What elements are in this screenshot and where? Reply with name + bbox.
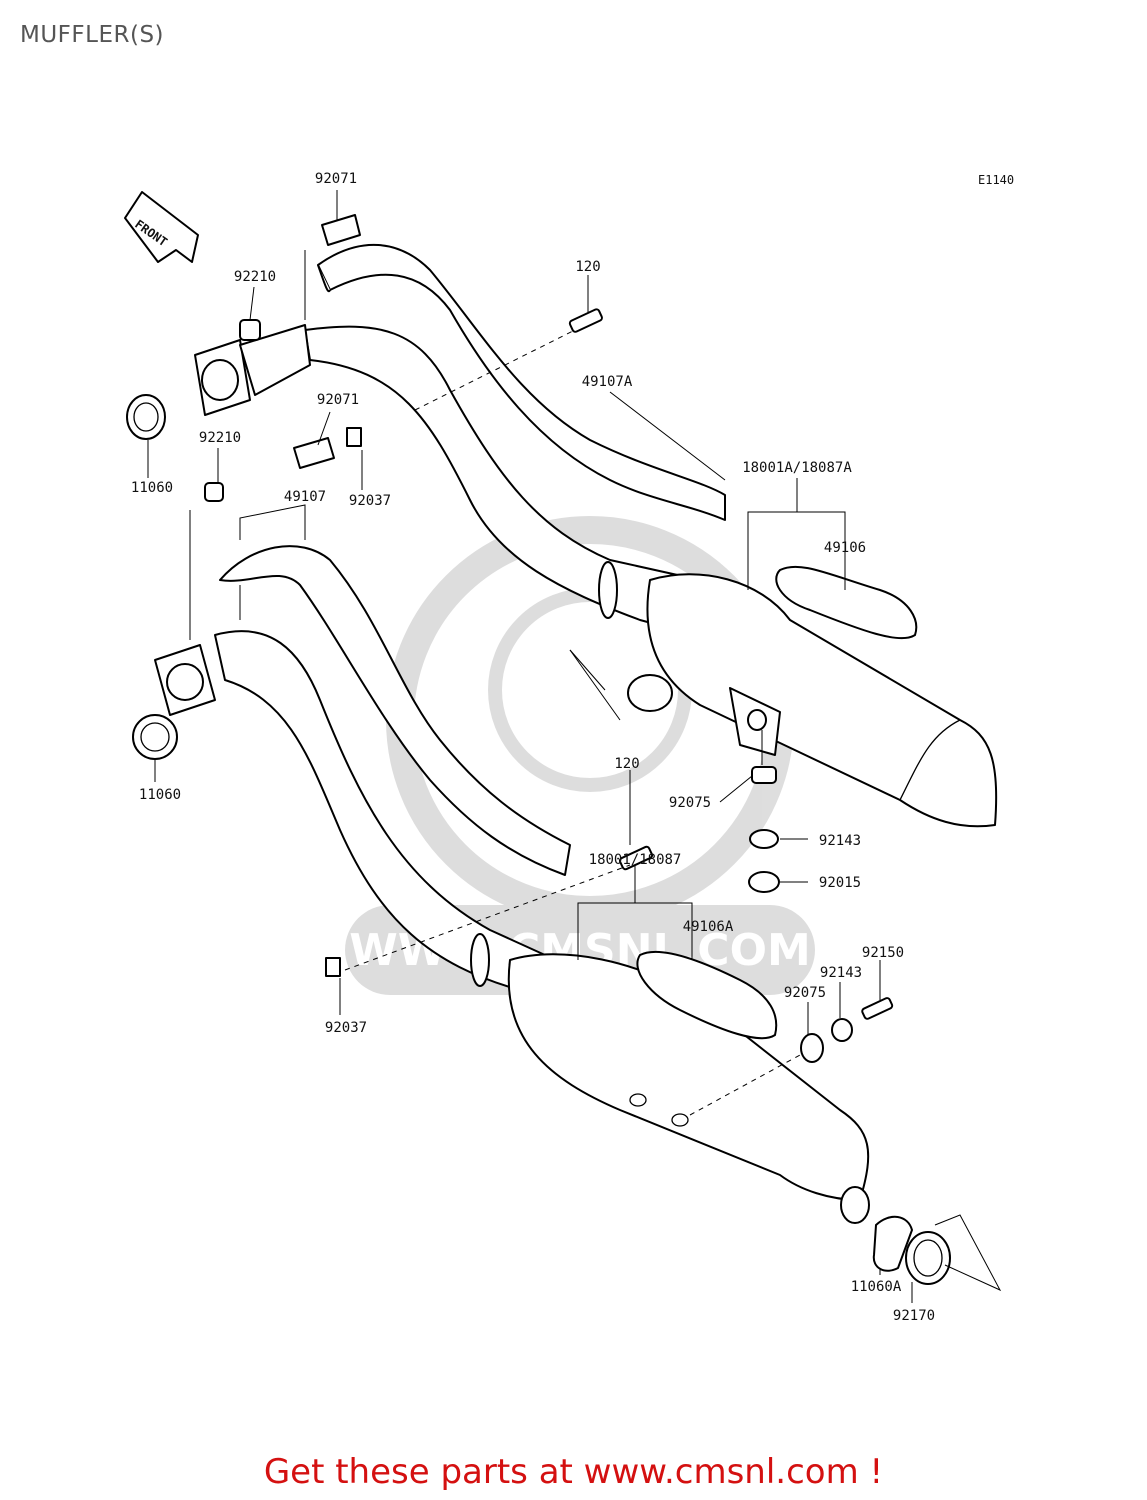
lower-heat-cover-49107 [219, 545, 571, 876]
callout-92037: 92037 [349, 493, 391, 509]
lower-exhaust-pipe [214, 630, 870, 1224]
collar-92143-bot [831, 1018, 853, 1042]
callout-11060: 11060 [139, 787, 181, 803]
bolt-120-top [568, 308, 603, 333]
bolt-92150 [861, 997, 894, 1020]
callout-92210: 92210 [234, 269, 276, 285]
callout-92150: 92150 [862, 945, 904, 961]
lower-gasket-11060 [132, 714, 178, 760]
callout-labels: 92071 92210 120 49107A 92071 92210 11060… [131, 171, 935, 1324]
heat-shield-49106 [775, 565, 918, 640]
callout-92143: 92143 [820, 965, 862, 981]
upper-muffler-bracket [627, 674, 781, 756]
callout-18001A-18087A: 18001A/18087A [742, 460, 852, 476]
leader-lines [147, 190, 1002, 1303]
collar-92143-top [749, 829, 779, 849]
page-title: MUFFLER(S) [20, 22, 165, 48]
callout-11060A: 11060A [851, 1279, 902, 1295]
callout-92170: 92170 [893, 1308, 935, 1324]
front-arrow-icon: FRONT [124, 191, 199, 263]
callout-92075: 92075 [784, 985, 826, 1001]
upper-exhaust-pipe [304, 325, 998, 828]
collar-92210-top [239, 319, 261, 341]
heat-pad-92071-top [321, 214, 361, 246]
callout-92015: 92015 [819, 875, 861, 891]
heat-pad-92071-mid [293, 437, 335, 469]
upper-flange [194, 324, 311, 416]
clamp-92037-top [346, 427, 362, 447]
callout-49106A: 49106A [683, 919, 734, 935]
bolt-120-mid [618, 845, 654, 871]
figure-code: E1140 [978, 173, 1014, 187]
callout-92071: 92071 [315, 171, 357, 187]
callout-120: 120 [614, 756, 639, 772]
collar-92210-mid [204, 482, 224, 502]
upper-heat-cover-49107A [317, 244, 726, 521]
callout-11060: 11060 [131, 480, 173, 496]
heat-shield-49106A [636, 950, 778, 1040]
callout-120: 120 [575, 259, 600, 275]
grommet-92075-top [751, 766, 777, 784]
nut-92015 [748, 871, 780, 893]
lower-flange [154, 644, 216, 716]
get-parts-link[interactable]: Get these parts at www.cmsnl.com ! [263, 1452, 884, 1492]
callout-92075: 92075 [669, 795, 711, 811]
callout-92143: 92143 [819, 833, 861, 849]
callout-92071: 92071 [317, 392, 359, 408]
clamp-92170 [905, 1231, 951, 1285]
grommet-92075-bot [800, 1033, 824, 1063]
upper-gasket-11060 [126, 394, 166, 440]
callout-18001-18087: 18001/18087 [589, 852, 682, 868]
callout-92037: 92037 [325, 1020, 367, 1036]
callout-49106: 49106 [824, 540, 866, 556]
callout-92210: 92210 [199, 430, 241, 446]
callout-49107A: 49107A [582, 374, 633, 390]
callout-49107: 49107 [284, 489, 326, 505]
dashed-assembly-lines [344, 329, 801, 1116]
tail-sleeve-11060A [872, 1215, 913, 1272]
clamp-92037-bot [325, 957, 341, 977]
